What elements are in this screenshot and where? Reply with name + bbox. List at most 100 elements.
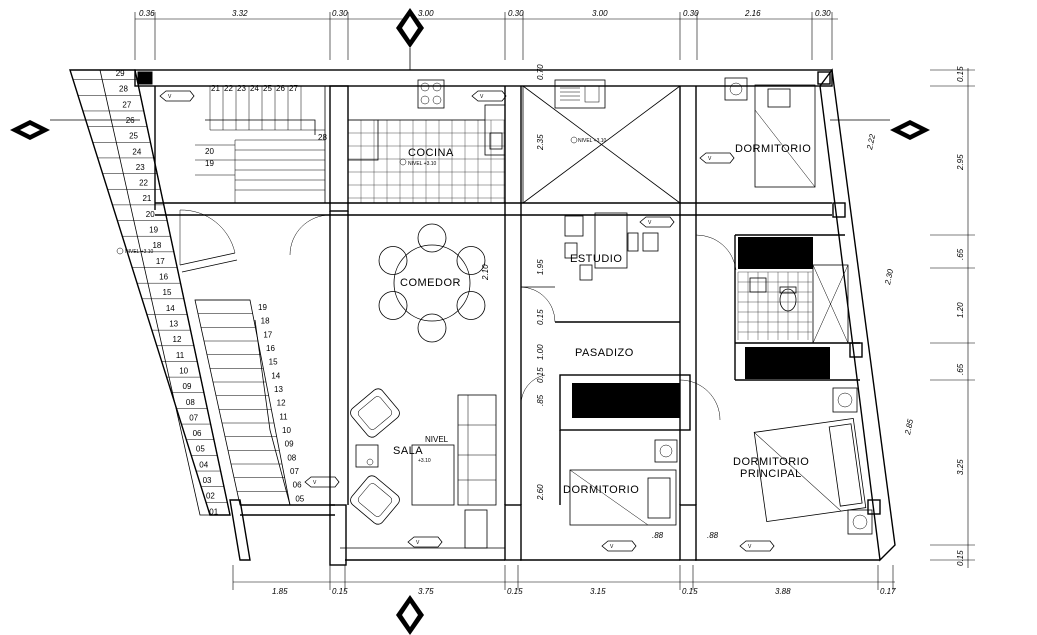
outer-step-number: 20	[146, 210, 155, 219]
dining-chair	[378, 246, 408, 275]
dim-right-2: 2.95	[956, 154, 965, 171]
room-cocina: COCINA	[408, 147, 454, 159]
dim-right-4: 1.20	[956, 302, 965, 318]
dim-estudio-v: 1.95	[536, 259, 545, 275]
outer-step-number: 09	[183, 382, 192, 391]
svg-text:V: V	[168, 94, 172, 100]
section-tag: V	[159, 90, 195, 102]
dim-door-a: .88	[652, 531, 664, 540]
dim-top-8: 2.16	[744, 9, 761, 18]
dim-pasadizo-s2: 0.15	[536, 367, 545, 383]
dining-chair	[417, 223, 447, 253]
room-dormitorio-principal-1: DORMITORIO	[733, 456, 809, 468]
inner2-step-number: 06	[293, 481, 302, 490]
dim-top-5: 0.30	[508, 9, 524, 18]
inner2-step-number: 10	[282, 426, 291, 435]
dim-top-9: 0.30	[815, 9, 831, 18]
outer-step-number: 08	[186, 398, 195, 407]
outer-step-number: 28	[119, 85, 128, 94]
outer-step-number: 14	[166, 304, 175, 313]
inner-step-number: 24	[250, 84, 259, 93]
stair-landing-level: NIVEL +3.10	[116, 247, 154, 255]
master-bedroom: DORMITORIO PRINCIPAL	[733, 387, 873, 535]
inner2-step-number: 12	[277, 399, 286, 408]
outer-step-number: 26	[126, 116, 135, 125]
outer-step-number: 15	[163, 288, 172, 297]
dim-pasadizo-s1: 0.15	[536, 309, 545, 325]
dim-dormitorio-v: 2.60	[536, 484, 545, 501]
outer-step-number: 22	[139, 179, 148, 188]
inner2-step-number: 18	[261, 317, 270, 326]
light-well: NIVEL +3.10	[522, 79, 681, 204]
inner2-step-number: 19	[258, 303, 267, 312]
outer-step-number: 29	[116, 69, 125, 78]
outer-step-number: 06	[193, 429, 202, 438]
dining-chair	[456, 246, 486, 275]
outer-step-number: 25	[129, 132, 138, 141]
dim-door-b: .88	[707, 531, 719, 540]
dim-right-3: .65	[956, 248, 965, 260]
dim-comedor-v: 2.10	[481, 264, 490, 281]
dim-right-1: 0.15	[956, 66, 965, 82]
room-dormitorio-principal-2: PRINCIPAL	[740, 468, 802, 480]
svg-text:V: V	[610, 544, 614, 550]
level-sala-label: NIVEL	[425, 435, 449, 444]
outer-step-number: 17	[156, 257, 165, 266]
svg-text:V: V	[416, 540, 420, 546]
outer-step-number: 05	[196, 445, 205, 454]
room-dormitorio-center: DORMITORIO	[563, 484, 639, 496]
section-marker-top	[396, 8, 424, 70]
section-tag: V	[471, 90, 507, 102]
room-dormitorio-top: DORMITORIO	[735, 143, 811, 155]
section-tag: V	[739, 540, 775, 552]
inner2-step-number: 11	[279, 412, 288, 421]
section-marker-bottom	[396, 595, 424, 635]
inner2-step-number: 07	[290, 467, 299, 476]
outer-step-number: 02	[206, 492, 215, 501]
inner-step-20: 20	[205, 147, 214, 156]
dim-wall-1: 2.22	[865, 133, 877, 152]
outer-step-number: 01	[209, 507, 218, 516]
bedroom-top: DORMITORIO	[724, 77, 816, 188]
outer-step-number: 13	[169, 319, 178, 328]
inner2-step-number: 15	[269, 358, 278, 367]
inner-step-28: 28	[318, 133, 327, 142]
outer-step-number: 23	[136, 163, 145, 172]
inner-step-number: 22	[224, 84, 233, 93]
bottom-dimension-chain: 1.85 0.15 3.75 0.15 3.15 0.15 3.88 0.17	[232, 565, 896, 596]
outer-step-number: 27	[122, 100, 131, 109]
hallway: PASADIZO 1.00 0.15 0.15 .85	[520, 309, 721, 421]
dim-bottom-2: 0.15	[332, 587, 348, 596]
dim-cocina-v: 2.35	[536, 134, 545, 151]
section-tag: V	[699, 152, 735, 164]
bathroom	[737, 237, 849, 379]
outer-step-number: 19	[149, 226, 158, 235]
inner-step-number: 26	[276, 84, 285, 93]
dim-pasadizo-v1: 1.00	[536, 344, 545, 360]
section-marker-right	[830, 119, 930, 140]
dim-top-2: 3.32	[232, 9, 248, 18]
svg-text:V: V	[313, 480, 317, 486]
inner-step-19: 19	[205, 159, 214, 168]
living-room: SALA NIVEL +3.10	[340, 388, 505, 549]
outer-staircase: 0102030405060708091011121314151617181920…	[69, 69, 231, 516]
section-tag: V	[601, 540, 637, 552]
outer-step-number: 04	[199, 460, 208, 469]
study: ESTUDIO 1.95	[520, 212, 737, 323]
level-cocina: NIVEL +3.10	[408, 161, 437, 167]
outer-step-number: 11	[176, 351, 185, 360]
room-comedor: COMEDOR	[400, 277, 461, 289]
dim-bottom-3: 3.75	[418, 587, 434, 596]
room-sala: SALA	[393, 445, 423, 457]
room-pasadizo: PASADIZO	[575, 347, 634, 359]
dim-bottom-7: 3.88	[775, 587, 791, 596]
outer-step-number: 18	[152, 241, 161, 250]
right-dimension-chain: 0.15 2.95 .65 1.20 .65 3.25 0.15 2.22 2.…	[865, 66, 975, 568]
dining-chair	[417, 313, 447, 343]
inner-step-number: 21	[211, 84, 220, 93]
dim-top-3: 0.30	[332, 9, 348, 18]
dim-bottom-1: 1.85	[272, 587, 288, 596]
outer-step-number: 10	[179, 366, 188, 375]
outer-step-number: 12	[173, 335, 182, 344]
